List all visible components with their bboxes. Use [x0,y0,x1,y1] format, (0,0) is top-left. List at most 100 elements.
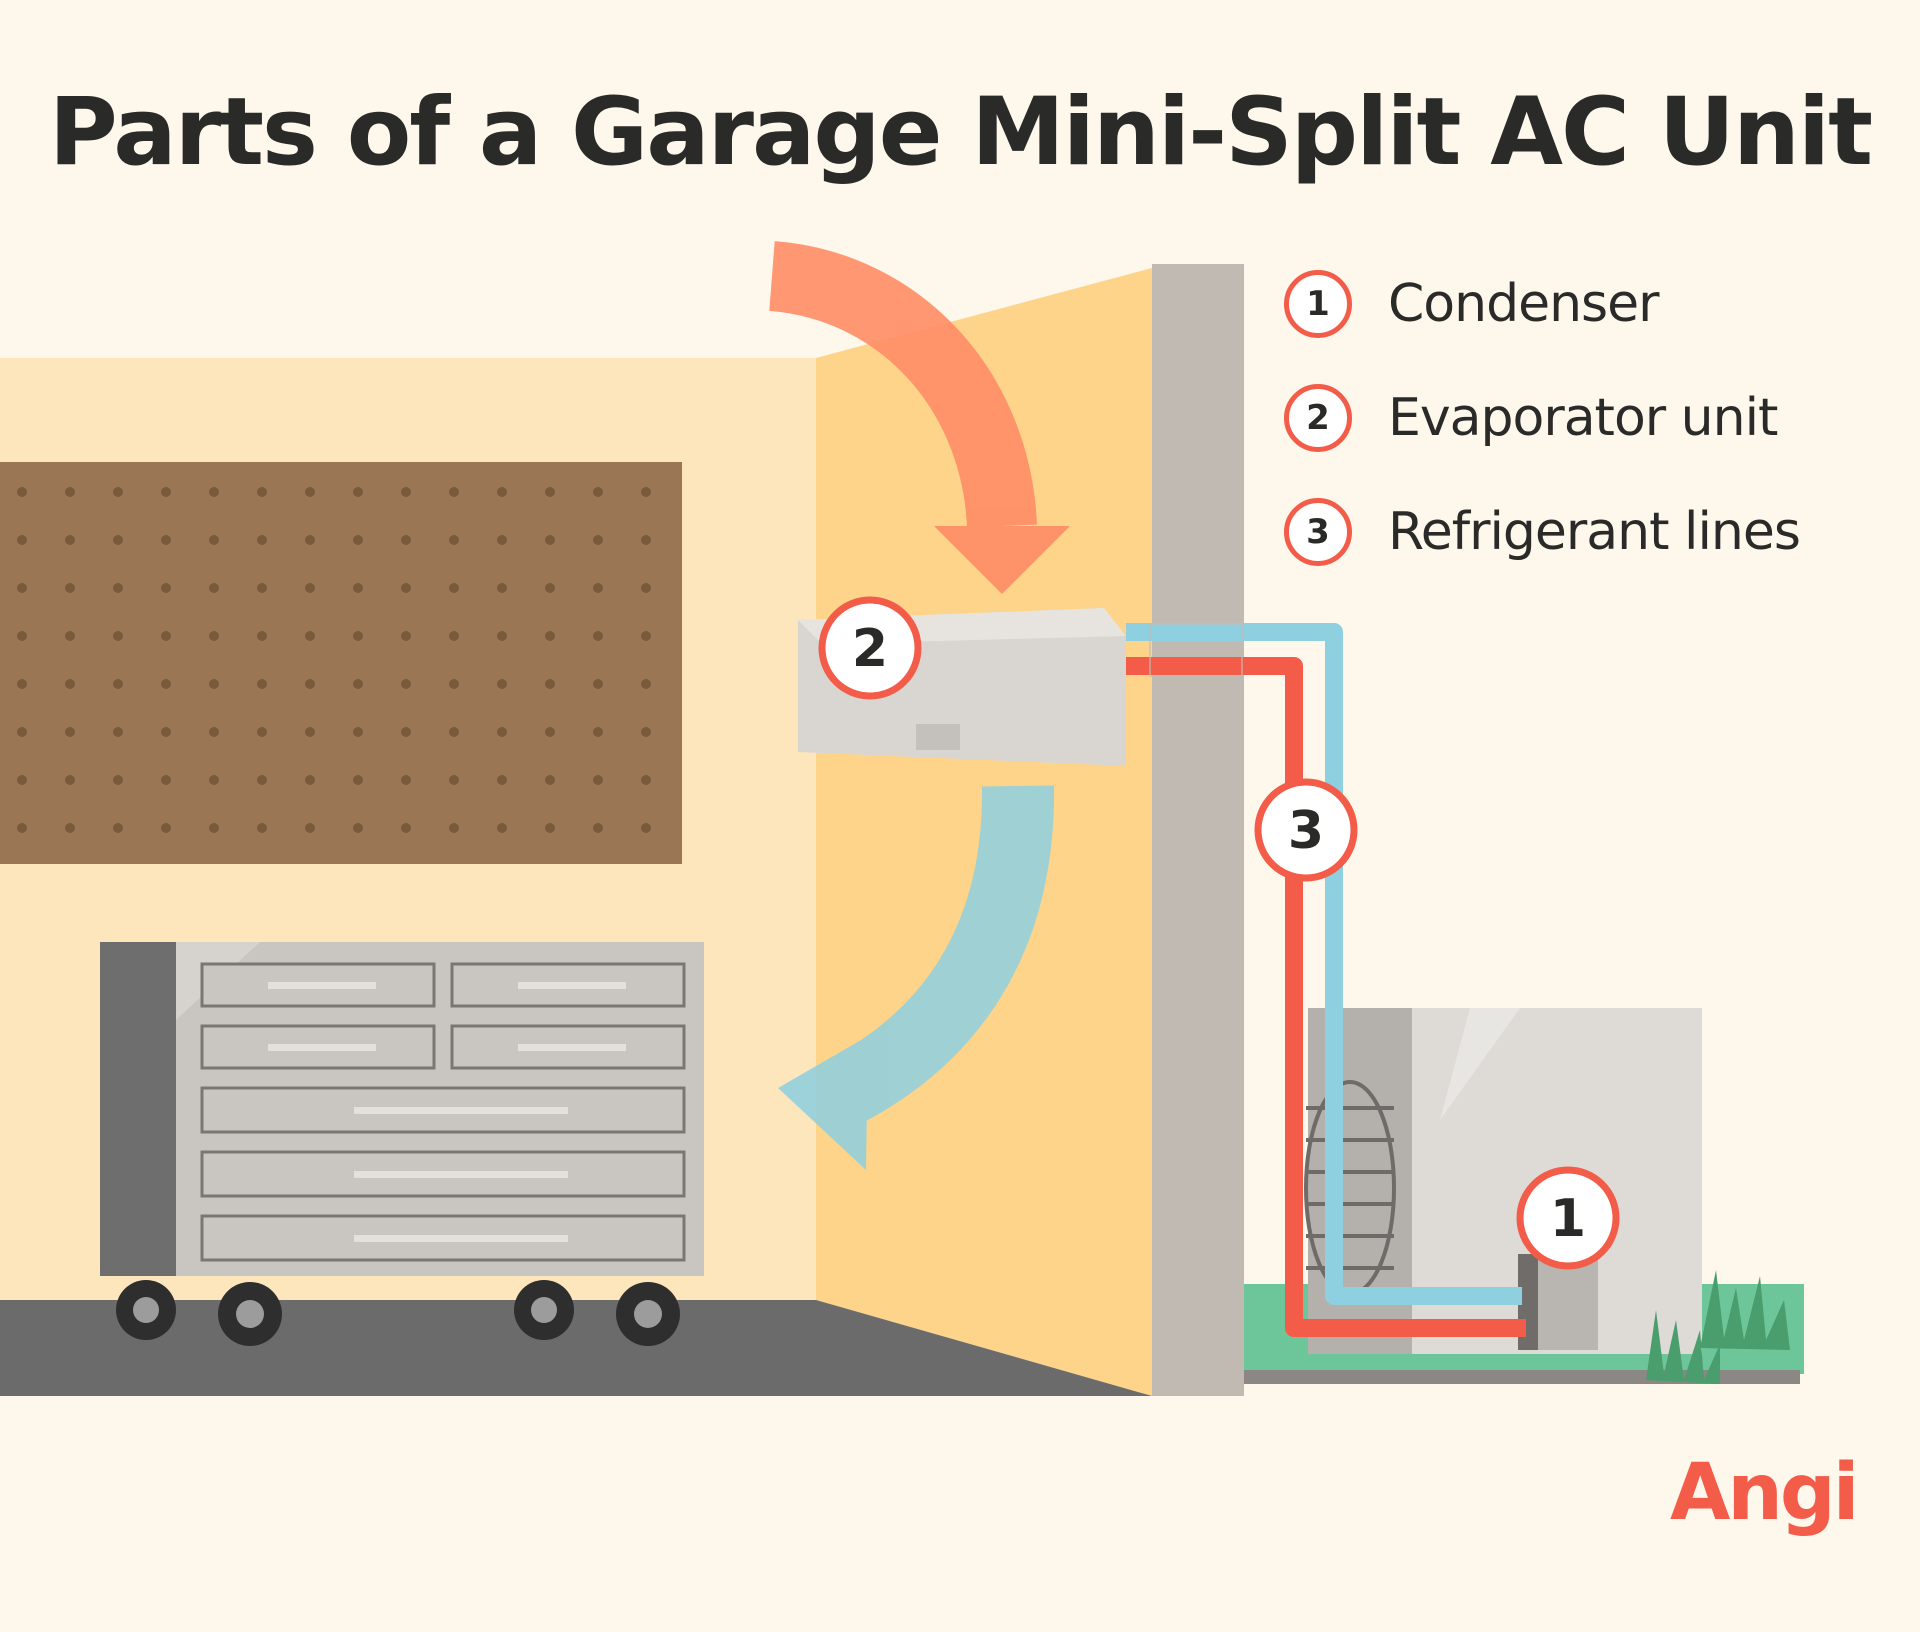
pegboard [0,462,682,864]
pegboard-hole [161,487,171,497]
pegboard-hole [497,583,507,593]
pegboard-hole [449,535,459,545]
pegboard-hole [17,727,27,737]
pegboard-hole [401,679,411,689]
pegboard-hole [305,487,315,497]
pegboard-hole [641,535,651,545]
pegboard-hole [113,775,123,785]
pegboard-hole [593,775,603,785]
pegboard-hole [545,679,555,689]
pegboard-hole [17,583,27,593]
callout-evaporator-number: 2 [852,619,888,679]
pegboard-hole [401,775,411,785]
pegboard-hole [353,487,363,497]
pegboard-hole [497,487,507,497]
tool-chest-wheels [116,1280,680,1346]
pegboard-hole [449,487,459,497]
legend-badge: 1 [1284,270,1352,338]
pegboard-hole [401,535,411,545]
pegboard-hole [305,679,315,689]
pegboard-hole [641,583,651,593]
pegboard-hole [161,583,171,593]
pegboard-hole [161,775,171,785]
pegboard-hole [209,583,219,593]
pegboard-hole [209,775,219,785]
pegboard-hole [641,823,651,833]
pegboard-hole [17,823,27,833]
callout-condenser-number: 1 [1550,1189,1586,1249]
page-title: Parts of a Garage Mini-Split AC Unit [48,78,1873,187]
pegboard-hole [641,727,651,737]
pegboard-hole [161,535,171,545]
pegboard-hole [497,679,507,689]
pegboard-hole [305,583,315,593]
pegboard-hole [257,727,267,737]
garage-floor [0,1300,1152,1396]
pegboard-hole [449,679,459,689]
pegboard-hole [497,631,507,641]
pegboard-hole [209,823,219,833]
pegboard-hole [257,535,267,545]
pegboard-hole [353,583,363,593]
pegboard-hole [257,823,267,833]
pegboard-hole [545,535,555,545]
pegboard-hole [401,823,411,833]
pegboard-hole [17,535,27,545]
pegboard-hole [449,823,459,833]
pegboard-hole [257,583,267,593]
pegboard-hole [497,775,507,785]
warm-air-arrow [768,241,1070,594]
pegboard-hole [401,487,411,497]
pegboard-hole [209,679,219,689]
pegboard-hole [65,823,75,833]
pegboard-hole [593,535,603,545]
pegboard-hole [65,775,75,785]
pegboard-hole [449,775,459,785]
pegboard-hole [305,631,315,641]
pegboard-hole [17,679,27,689]
pegboard-holes [17,487,651,833]
pegboard-hole [209,727,219,737]
pegboard-hole [113,679,123,689]
pegboard-hole [593,631,603,641]
pegboard-hole [305,535,315,545]
pegboard-hole [641,487,651,497]
pegboard-hole [353,727,363,737]
pegboard-hole [257,487,267,497]
pegboard-hole [353,679,363,689]
callout-refrigerant: 3 [1254,778,1358,882]
pegboard-hole [305,823,315,833]
pegboard-hole [113,583,123,593]
pegboard-hole [497,727,507,737]
legend-item-refrigerant-lines: 3 Refrigerant lines [1284,498,1801,566]
pegboard-hole [449,727,459,737]
callout-refrigerant-number: 3 [1288,801,1324,861]
brand-logo: Angi [1670,1448,1859,1538]
pegboard-hole [497,535,507,545]
legend-item-evaporator-unit: 2 Evaporator unit [1284,384,1778,452]
cool-air-arrow [778,785,1055,1170]
pegboard-hole [593,727,603,737]
pegboard-hole [401,727,411,737]
legend-badge: 2 [1284,384,1352,452]
pegboard-hole [209,487,219,497]
pegboard-hole [65,727,75,737]
pegboard-hole [113,487,123,497]
pegboard-hole [161,727,171,737]
pegboard-hole [65,487,75,497]
pegboard-hole [641,775,651,785]
pegboard-hole [161,823,171,833]
pegboard-hole [641,631,651,641]
pegboard-hole [353,535,363,545]
pegboard-hole [257,775,267,785]
refrigerant-lines [1126,623,1526,1337]
grass-tufts [1646,1270,1790,1384]
pegboard-hole [257,679,267,689]
pegboard-hole [65,583,75,593]
pegboard-hole [401,583,411,593]
pegboard-hole [305,727,315,737]
pegboard-hole [593,583,603,593]
legend-label: Refrigerant lines [1388,502,1801,562]
